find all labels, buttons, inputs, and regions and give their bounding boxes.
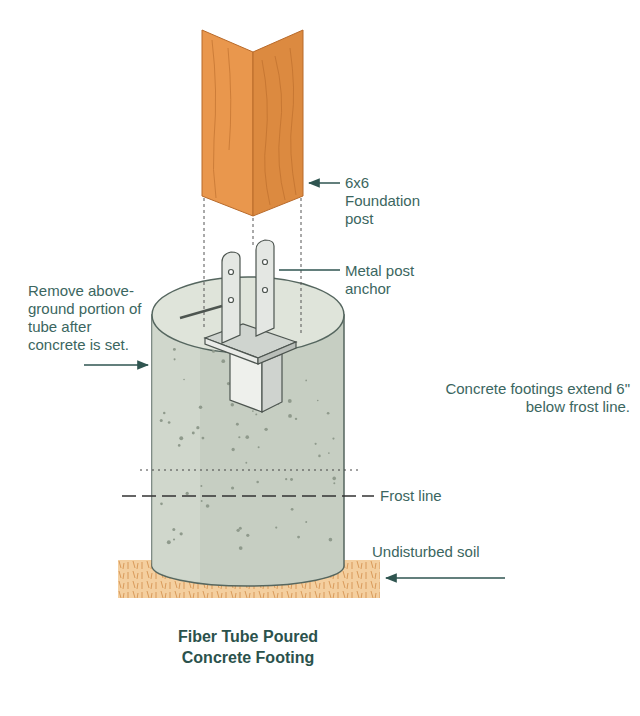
tube-note: Remove above-ground portion of tube afte… [28, 282, 146, 354]
concrete-footing [152, 315, 344, 586]
figure-caption: Fiber Tube Poured Concrete Footing [158, 626, 338, 668]
leader-lines [84, 183, 505, 578]
depth-note: Concrete footings extend 6" below frost … [415, 380, 630, 416]
alignment-guides [204, 198, 301, 335]
foundation-post [202, 12, 303, 216]
frost-line [122, 495, 374, 497]
anchor-label: Metal post anchor [345, 262, 440, 298]
soil-label: Undisturbed soil [372, 543, 512, 561]
post-label: 6x6 Foundation post [345, 174, 445, 228]
frost-line-label: Frost line [380, 487, 490, 505]
dotted-line [140, 470, 358, 471]
metal-post-anchor [180, 240, 296, 412]
concrete-texture [160, 348, 336, 550]
